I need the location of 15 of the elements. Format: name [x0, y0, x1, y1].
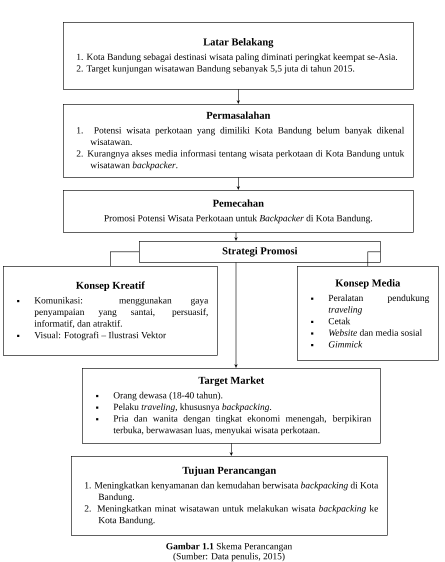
- process-box: Konsep Kreatif Komunikasi: menggunakan gaya penyampaian yang santai, persuasif, informatif, dan atraktif. Visual: Fotografi – Ilustrasi Vektor: [3, 266, 218, 356]
- caption: Gambar 1.1 Skema Perancangan: [166, 542, 292, 552]
- process-box: Konsep Media Peralatan pendukung traveling Cetak Website dan media sosial Gimmick: [297, 266, 439, 361]
- process-box: Latar Belakang 1. Kota Bandung sebagai destinasi wisata paling diminati peringkat keempat se-Asia. 2. Target kunjungan wisatawan Bandung sebanyak 5,5 juta di tahun 2015.: [63, 22, 414, 90]
- connector-line: [368, 252, 381, 266]
- arrow: [236, 89, 240, 104]
- arrow: [236, 177, 240, 190]
- process-box: Tujuan Perancangan 1. Meningkatkan kenyamanan dan kemudahan berwisata backpacking di Kota Bandung. 2. Meningkatkan minat wisatawan untuk melakukan wisata backpacking ke Kota Bandung.: [71, 456, 388, 536]
- process-box: Permasalahan 1. Potensi wisata perkotaan yang dimiliki Kota Bandung belum banyak dikenal wisatawan. 2. Kurangnya akses media informasi tentang wisata perkotaan di Kota Bandung untuk wisatawan backpacker.: [63, 104, 414, 178]
- arrow: [230, 443, 234, 456]
- process-box: Target Market Orang dewasa (18-40 tahun). Pelaku traveling, khususnya backpacking. Pria dan wanita dengan tingkat ekonomi menengah, berpikiran terbuka, berwawasan luas, menyukai wisata perkotaan.: [82, 368, 381, 444]
- source-note: (Sumber: Data penulis, 2015): [173, 552, 285, 562]
- connector-line: [110, 252, 140, 266]
- process-box: Pemecahan Promosi Potensi Wisata Perkotaan untuk Backpacker di Kota Bandung.: [63, 190, 414, 233]
- process-box: Strategi Promosi: [139, 241, 381, 263]
